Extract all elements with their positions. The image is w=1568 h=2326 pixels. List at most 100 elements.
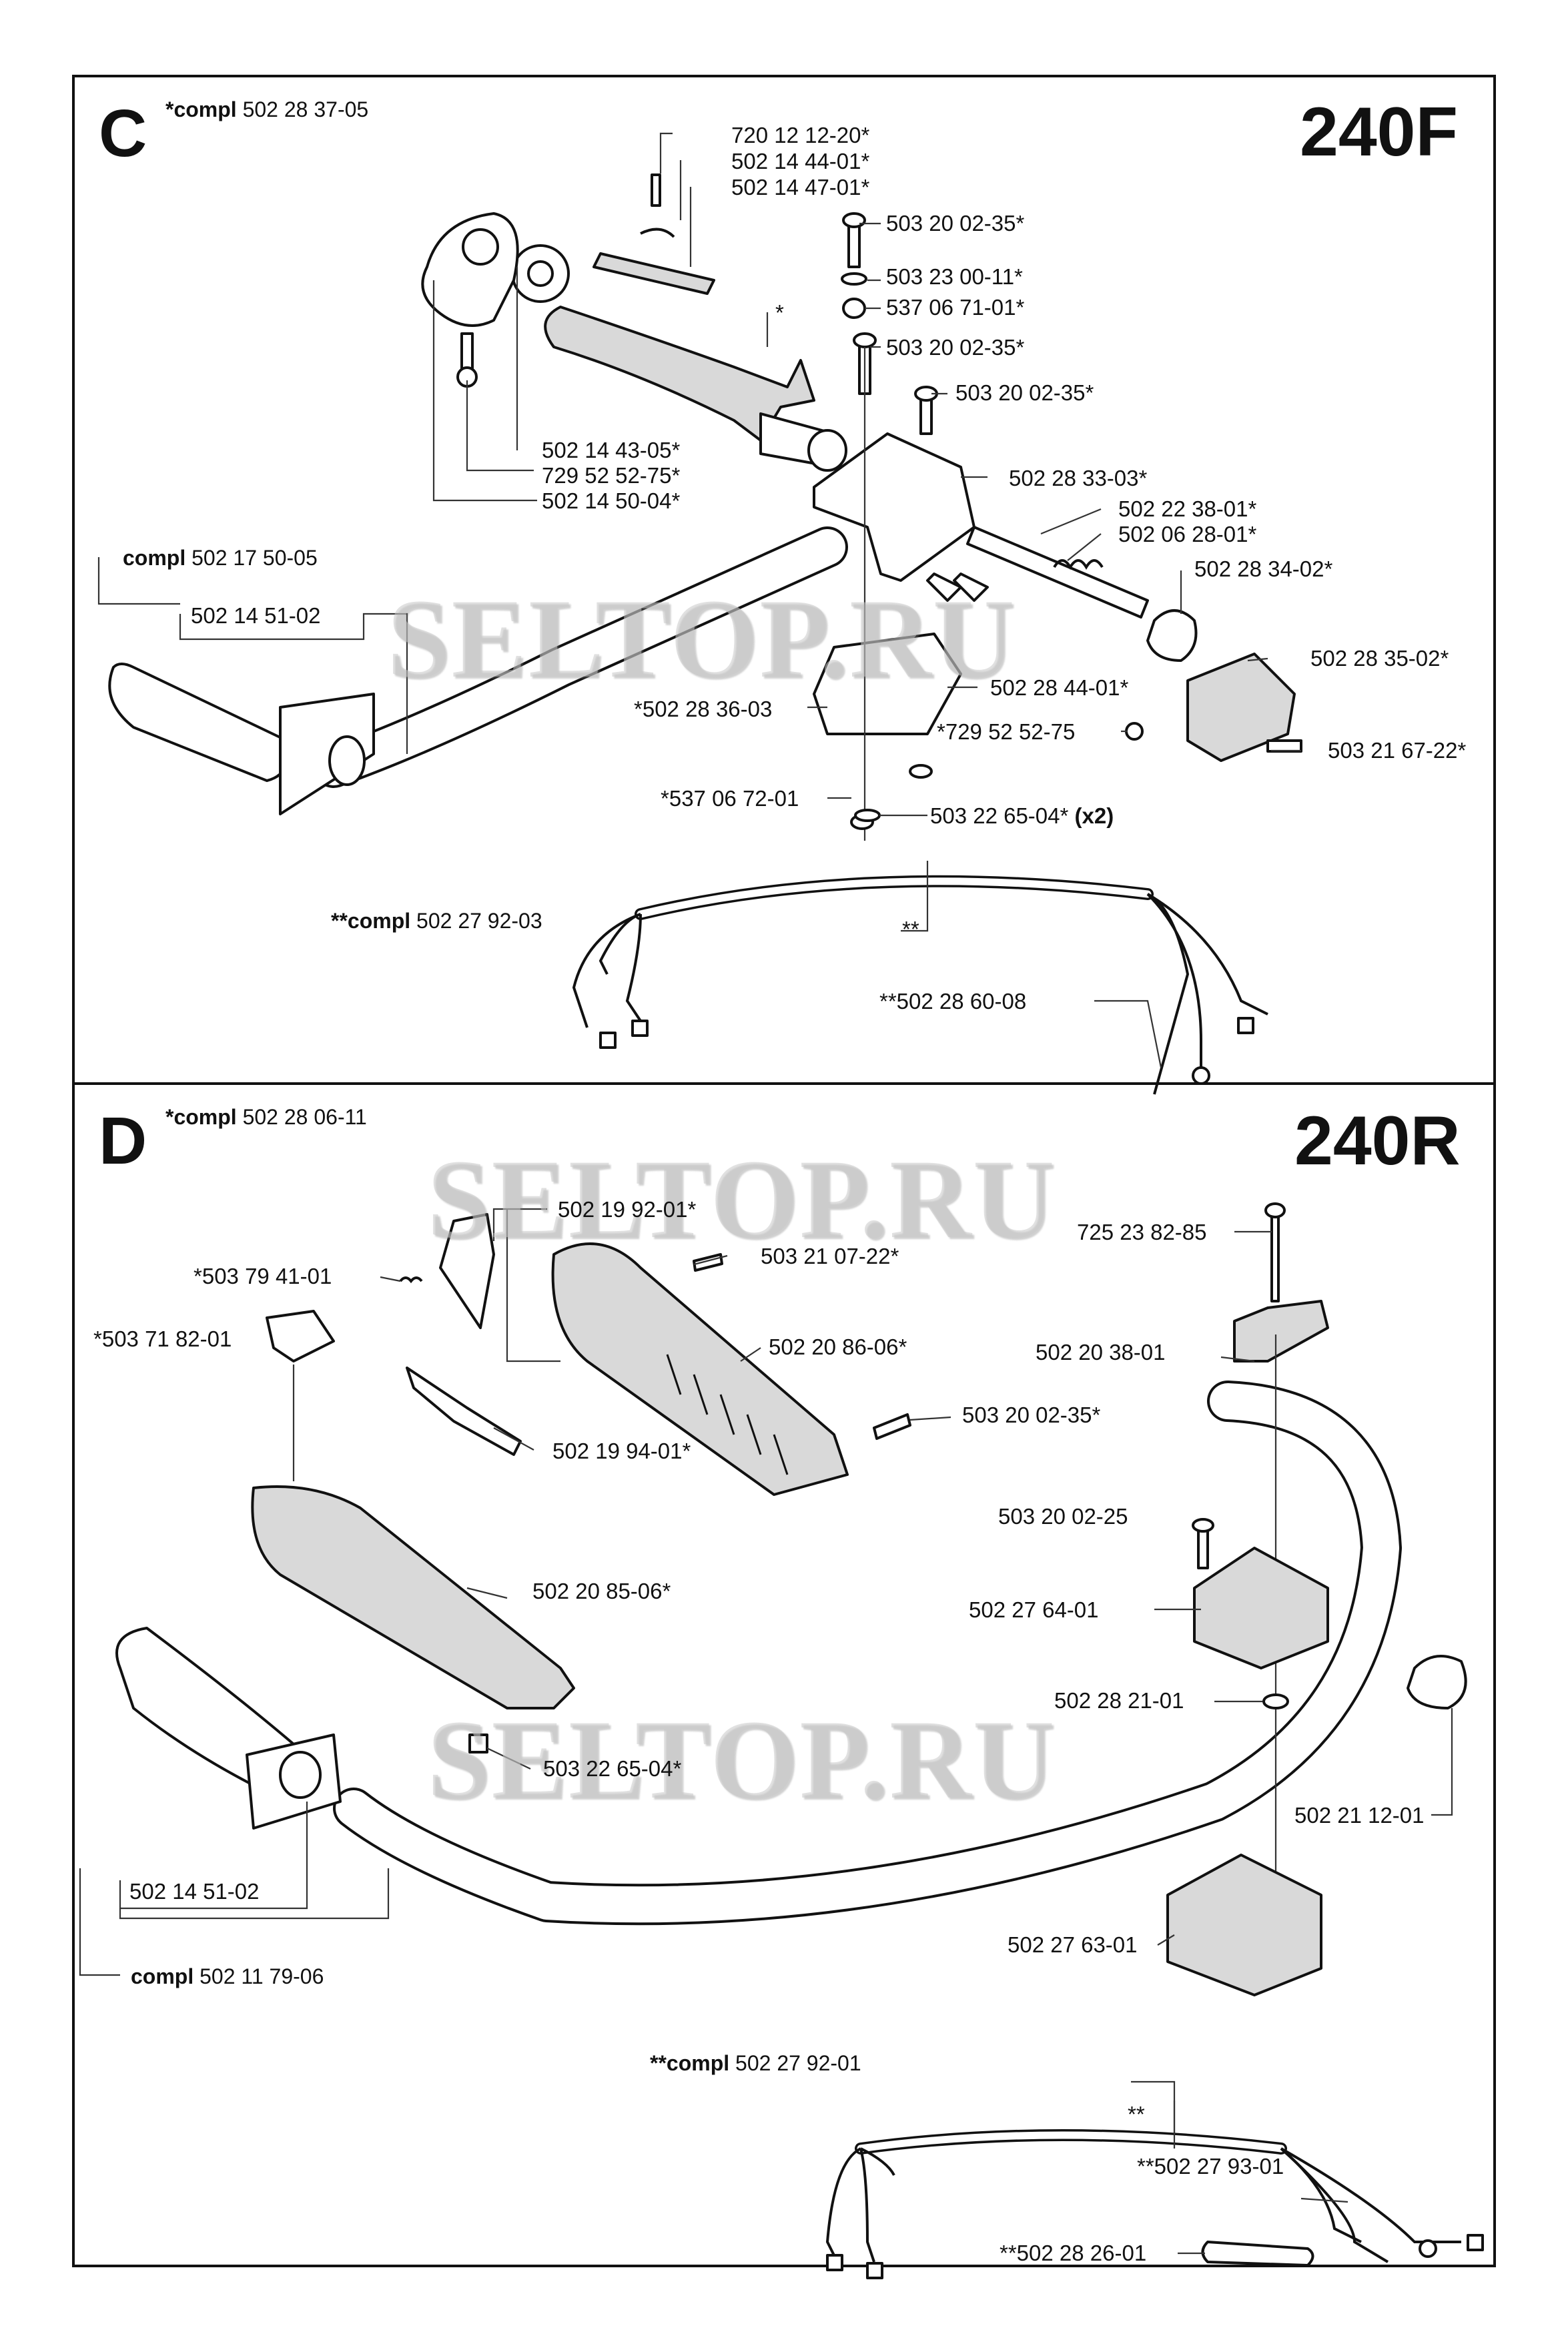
- handle-compl-d: compl 502 11 79-06: [131, 1964, 324, 1989]
- compl-number: 502 11 79-06: [200, 1964, 324, 1988]
- throttle-trigger: [421, 212, 519, 327]
- long-bolt: [1270, 1213, 1280, 1302]
- leader-lines: [79, 132, 1453, 2255]
- part-label: 502 14 43-05*: [542, 438, 681, 462]
- part-label: 537 06 71-01*: [886, 295, 1025, 320]
- part-label: 720 12 12-20*: [731, 123, 870, 147]
- part-label: 502 20 85-06*: [532, 1579, 671, 1603]
- part-label: 503 22 65-04* (x2): [930, 805, 1114, 827]
- part-label: 502 21 12-01: [1294, 1803, 1425, 1828]
- compl-prefix: compl: [123, 546, 186, 570]
- cable-compl-d: **compl 502 27 92-01: [650, 2051, 861, 2076]
- watermark: SELTOP.RU: [427, 1697, 1056, 1822]
- part-label: **502 28 26-01: [1000, 2241, 1147, 2265]
- part-label: 502 27 63-01: [1008, 1932, 1138, 1957]
- throttle-lockout: [406, 1367, 522, 1456]
- watermark: SELTOP.RU: [387, 576, 1016, 701]
- handle-compl-c: compl 502 17 50-05: [123, 546, 318, 570]
- part-label: 502 28 35-02*: [1310, 646, 1449, 671]
- swivel-knob: [1146, 609, 1198, 662]
- part-label: *537 06 72-01: [661, 786, 799, 811]
- section-c-artwork: [108, 173, 1302, 1095]
- wing-knob: [1233, 1300, 1329, 1363]
- part-label: 729 52 52-75*: [542, 463, 681, 488]
- part-label: **: [1128, 2102, 1145, 2126]
- compl-prefix: compl: [131, 1964, 194, 1988]
- compl-prefix: *compl: [165, 97, 237, 121]
- throttle-shaft: [966, 526, 1149, 619]
- quantity: (x2): [1074, 803, 1114, 828]
- part-label: 502 28 34-02*: [1194, 556, 1333, 581]
- section-c-letter: C: [99, 96, 147, 171]
- part-label: 502 28 21-01: [1054, 1688, 1184, 1713]
- part-label: 502 19 92-01*: [558, 1197, 697, 1222]
- section-d-artwork: [115, 1202, 1484, 2279]
- part-label: 503 21 67-22*: [1328, 738, 1467, 763]
- watermark: SELTOP.RU: [427, 1136, 1056, 1262]
- part-label: 503 20 02-35*: [955, 380, 1094, 405]
- part-label: 502 28 44-01*: [990, 675, 1129, 700]
- spring: [640, 228, 675, 238]
- section-c-model: 240F: [1300, 93, 1459, 171]
- part-label: 503 23 00-11*: [886, 264, 1023, 289]
- part-label: 503 20 02-35*: [886, 335, 1025, 360]
- bracket-lower: [813, 633, 962, 735]
- part-label: 503 20 02-25: [998, 1504, 1128, 1529]
- cable-compl-c: **compl 502 27 92-03: [331, 909, 542, 933]
- part-label: 503 20 02-35*: [886, 211, 1025, 236]
- section-divider: [72, 1082, 1496, 1085]
- throttle-handle-body: [544, 306, 815, 442]
- part-label: *503 71 82-01: [93, 1326, 232, 1351]
- throttle-trigger-d: [439, 1213, 495, 1329]
- part-label: 502 06 28-01*: [1118, 522, 1257, 546]
- compl-number: 502 17 50-05: [191, 546, 318, 570]
- part-label: 502 14 44-01*: [731, 149, 870, 173]
- part-label: *502 28 36-03: [634, 697, 773, 721]
- part-label: **502 28 60-08: [879, 989, 1027, 1014]
- part-label: 502 22 38-01*: [1118, 496, 1257, 521]
- part-label: 502 20 38-01: [1036, 1340, 1166, 1365]
- ring-clip: [1407, 1655, 1467, 1709]
- part-label: 725 23 82-85: [1077, 1220, 1207, 1244]
- part-label: *729 52 52-75: [937, 719, 1076, 744]
- section-d-letter: D: [99, 1104, 147, 1178]
- part-label: 502 14 51-02: [191, 603, 321, 628]
- compl-prefix: *compl: [165, 1105, 237, 1129]
- compl-prefix: **compl: [650, 2051, 730, 2075]
- part-label: 503 21 07-22*: [761, 1244, 899, 1268]
- section-d-model: 240R: [1294, 1102, 1461, 1180]
- throttle-cover-plate: [1186, 653, 1296, 762]
- rubber-sleeve: [1201, 2241, 1314, 2267]
- part-label: 502 14 47-01*: [731, 175, 870, 200]
- section-d-compl: *compl 502 28 06-11: [165, 1105, 367, 1130]
- section-c-compl: *compl 502 28 37-05: [165, 97, 368, 122]
- grip-flange: [279, 693, 375, 815]
- part-label: 502 19 94-01*: [552, 1439, 691, 1463]
- part-label: 502 14 50-04*: [542, 488, 681, 513]
- diagram-frame: [72, 75, 1496, 2267]
- clamp-upper: [1193, 1547, 1329, 1669]
- handle-half-upper: [551, 1242, 849, 1496]
- compl-number: 502 27 92-01: [735, 2051, 861, 2075]
- bracket-upper: [813, 432, 975, 582]
- stop-switch: [266, 1310, 335, 1363]
- part-label: 502 28 33-03*: [1009, 466, 1148, 490]
- part-label: 502 27 64-01: [969, 1597, 1099, 1622]
- compl-number: 502 27 92-03: [416, 909, 542, 933]
- handle-half-lower: [251, 1485, 575, 1709]
- part-label: 502 14 51-02: [129, 1879, 260, 1904]
- part-number: 503 22 65-04*: [930, 803, 1069, 828]
- part-label: *503 79 41-01: [193, 1264, 332, 1288]
- part-label: **502 27 93-01: [1137, 2154, 1284, 2179]
- part-label: 503 20 02-35*: [962, 1403, 1101, 1427]
- compl-number: 502 28 37-05: [242, 97, 369, 121]
- part-label: 502 20 86-06*: [769, 1334, 907, 1359]
- part-label: 503 22 65-04*: [543, 1756, 682, 1781]
- part-label: *: [775, 300, 784, 325]
- compl-number: 502 28 06-11: [242, 1105, 367, 1129]
- loop-grip: [108, 663, 290, 782]
- part-label: **: [902, 917, 919, 941]
- compl-prefix: **compl: [331, 909, 411, 933]
- clamp-lower: [1166, 1854, 1322, 1996]
